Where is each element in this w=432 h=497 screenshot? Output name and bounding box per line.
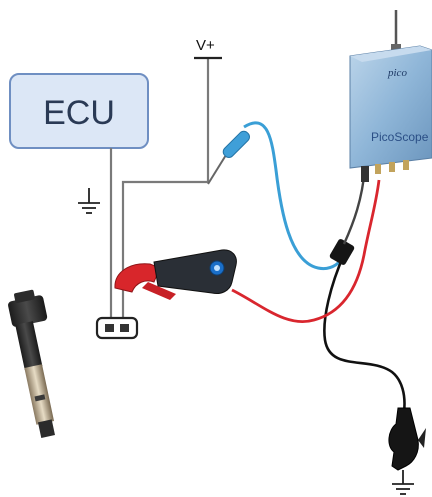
- ecu-label: ECU: [43, 94, 115, 132]
- ground-symbol-bottom-icon: [392, 470, 414, 495]
- probe-body: [222, 130, 250, 158]
- ground-black-lead: [323, 249, 406, 413]
- pico-scope-icon: [349, 10, 432, 182]
- current-clamp-icon: [114, 249, 237, 300]
- ecu-block: ECU: [9, 73, 149, 149]
- ignition-coil-icon: [8, 289, 55, 438]
- circuit-wires: [109, 56, 222, 322]
- pico-product-label: PicoScope: [371, 130, 429, 144]
- clamp-red-lead: [231, 179, 381, 323]
- probe-blue-lead: [243, 121, 348, 271]
- crocodile-clip-icon: [388, 407, 426, 471]
- ground-symbol-icon: [78, 188, 100, 214]
- back-probe: [207, 121, 348, 271]
- supply-wire: [121, 58, 210, 322]
- connector-icon: [95, 316, 139, 340]
- ecu-box: [9, 73, 149, 149]
- ferrite-clip: [329, 239, 355, 265]
- pico-brand-label: pico: [387, 67, 407, 79]
- probe-needle: [207, 154, 227, 185]
- supply-label: V+: [196, 37, 215, 54]
